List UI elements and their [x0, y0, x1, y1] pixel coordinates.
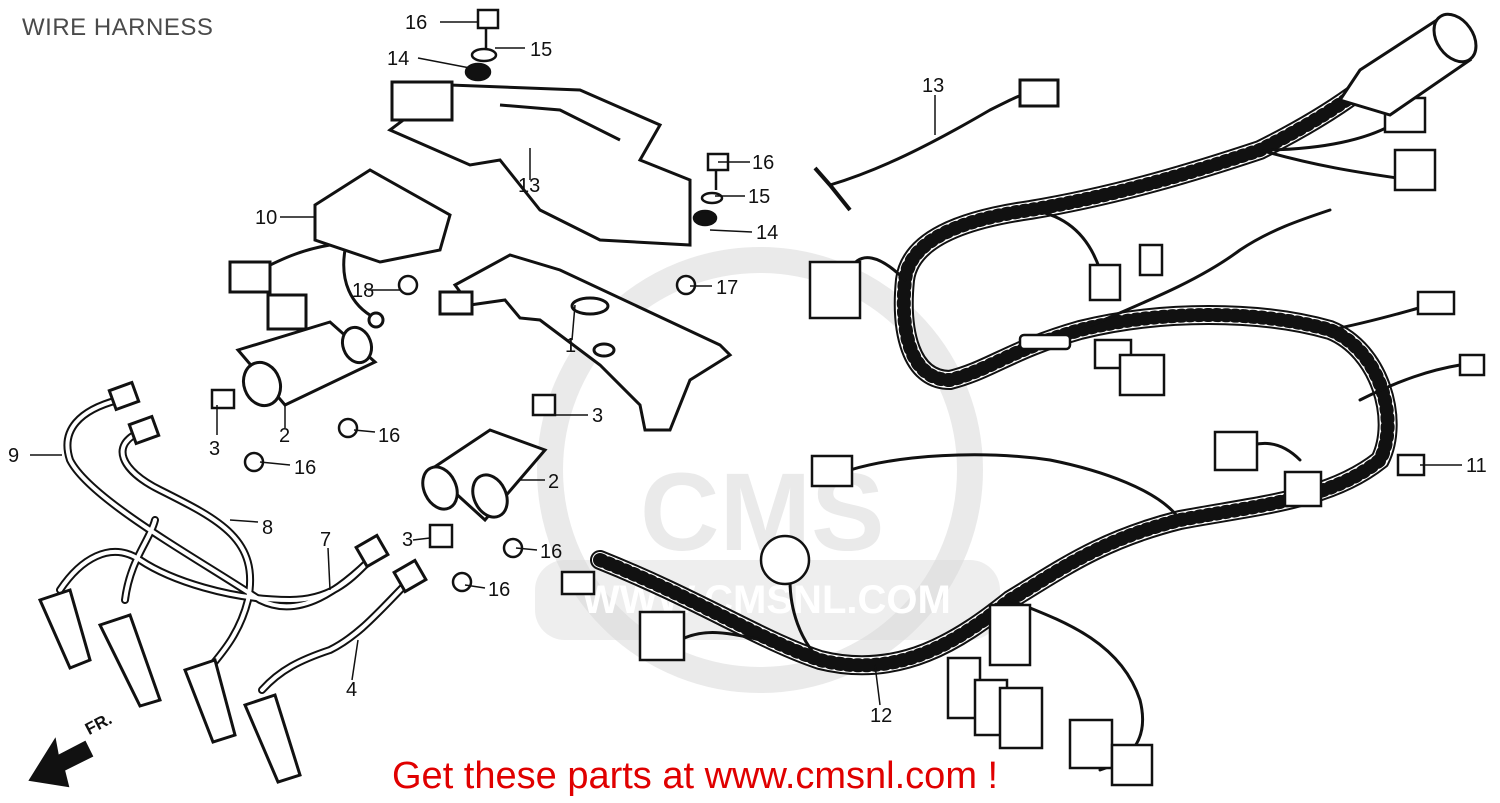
callout-10: 12: [870, 705, 892, 727]
footer-link-text[interactable]: Get these parts at www.cmsnl.com !: [392, 755, 999, 797]
callout-2a: 2: [279, 425, 290, 447]
callout-16a: 16: [378, 425, 400, 447]
wire-harness-main: [590, 80, 1462, 772]
callout-6: 8: [262, 517, 273, 539]
callout-1: 1: [565, 335, 576, 357]
callout-14a: 15: [530, 39, 552, 61]
front-arrow-icon: [28, 737, 94, 788]
callout-3c: 3: [402, 529, 413, 551]
callout-5: 7: [320, 529, 331, 551]
callout-14b: 15: [748, 186, 770, 208]
cover-12: [387, 80, 692, 247]
callout-3a: 3: [209, 438, 220, 460]
callout-16b: 16: [294, 457, 316, 479]
harness-connectors: [560, 96, 1486, 787]
bracket-1: [438, 253, 733, 432]
callout-15b: 16: [752, 152, 774, 174]
callout-12: 13: [518, 175, 540, 197]
callout-16c: 16: [540, 541, 562, 563]
ignition-coil-upper: [235, 320, 378, 408]
callout-7: 9: [8, 445, 19, 467]
sub-harness-11: [813, 78, 1060, 212]
callout-18: 18: [352, 280, 374, 302]
callout-15a: 16: [405, 12, 427, 34]
harness-cylinder-end: [1337, 12, 1478, 117]
callout-2b: 2: [548, 471, 559, 493]
page-title: WIRE HARNESS: [22, 14, 214, 41]
regulator-8: [228, 168, 452, 331]
callout-16d: 16: [488, 579, 510, 601]
callout-9: 11: [1466, 455, 1487, 477]
callout-leaders: [30, 21, 1462, 706]
callout-8: 10: [255, 207, 277, 229]
callout-4: 4: [346, 679, 357, 701]
callout-11: 13: [922, 75, 944, 97]
plug-caps: [37, 380, 428, 784]
callout-13a: 14: [387, 48, 409, 70]
small-hardware: [210, 8, 1426, 593]
callout-3b: 3: [592, 405, 603, 427]
callout-13b: 14: [756, 222, 778, 244]
callout-numbers: 16 14 15 13 10 18 1 16 15 14 17 13 11 9 …: [8, 12, 1487, 727]
ignition-coil-lower: [421, 428, 548, 523]
callout-17: 17: [716, 277, 738, 299]
plug-wires-inner: [58, 398, 412, 692]
